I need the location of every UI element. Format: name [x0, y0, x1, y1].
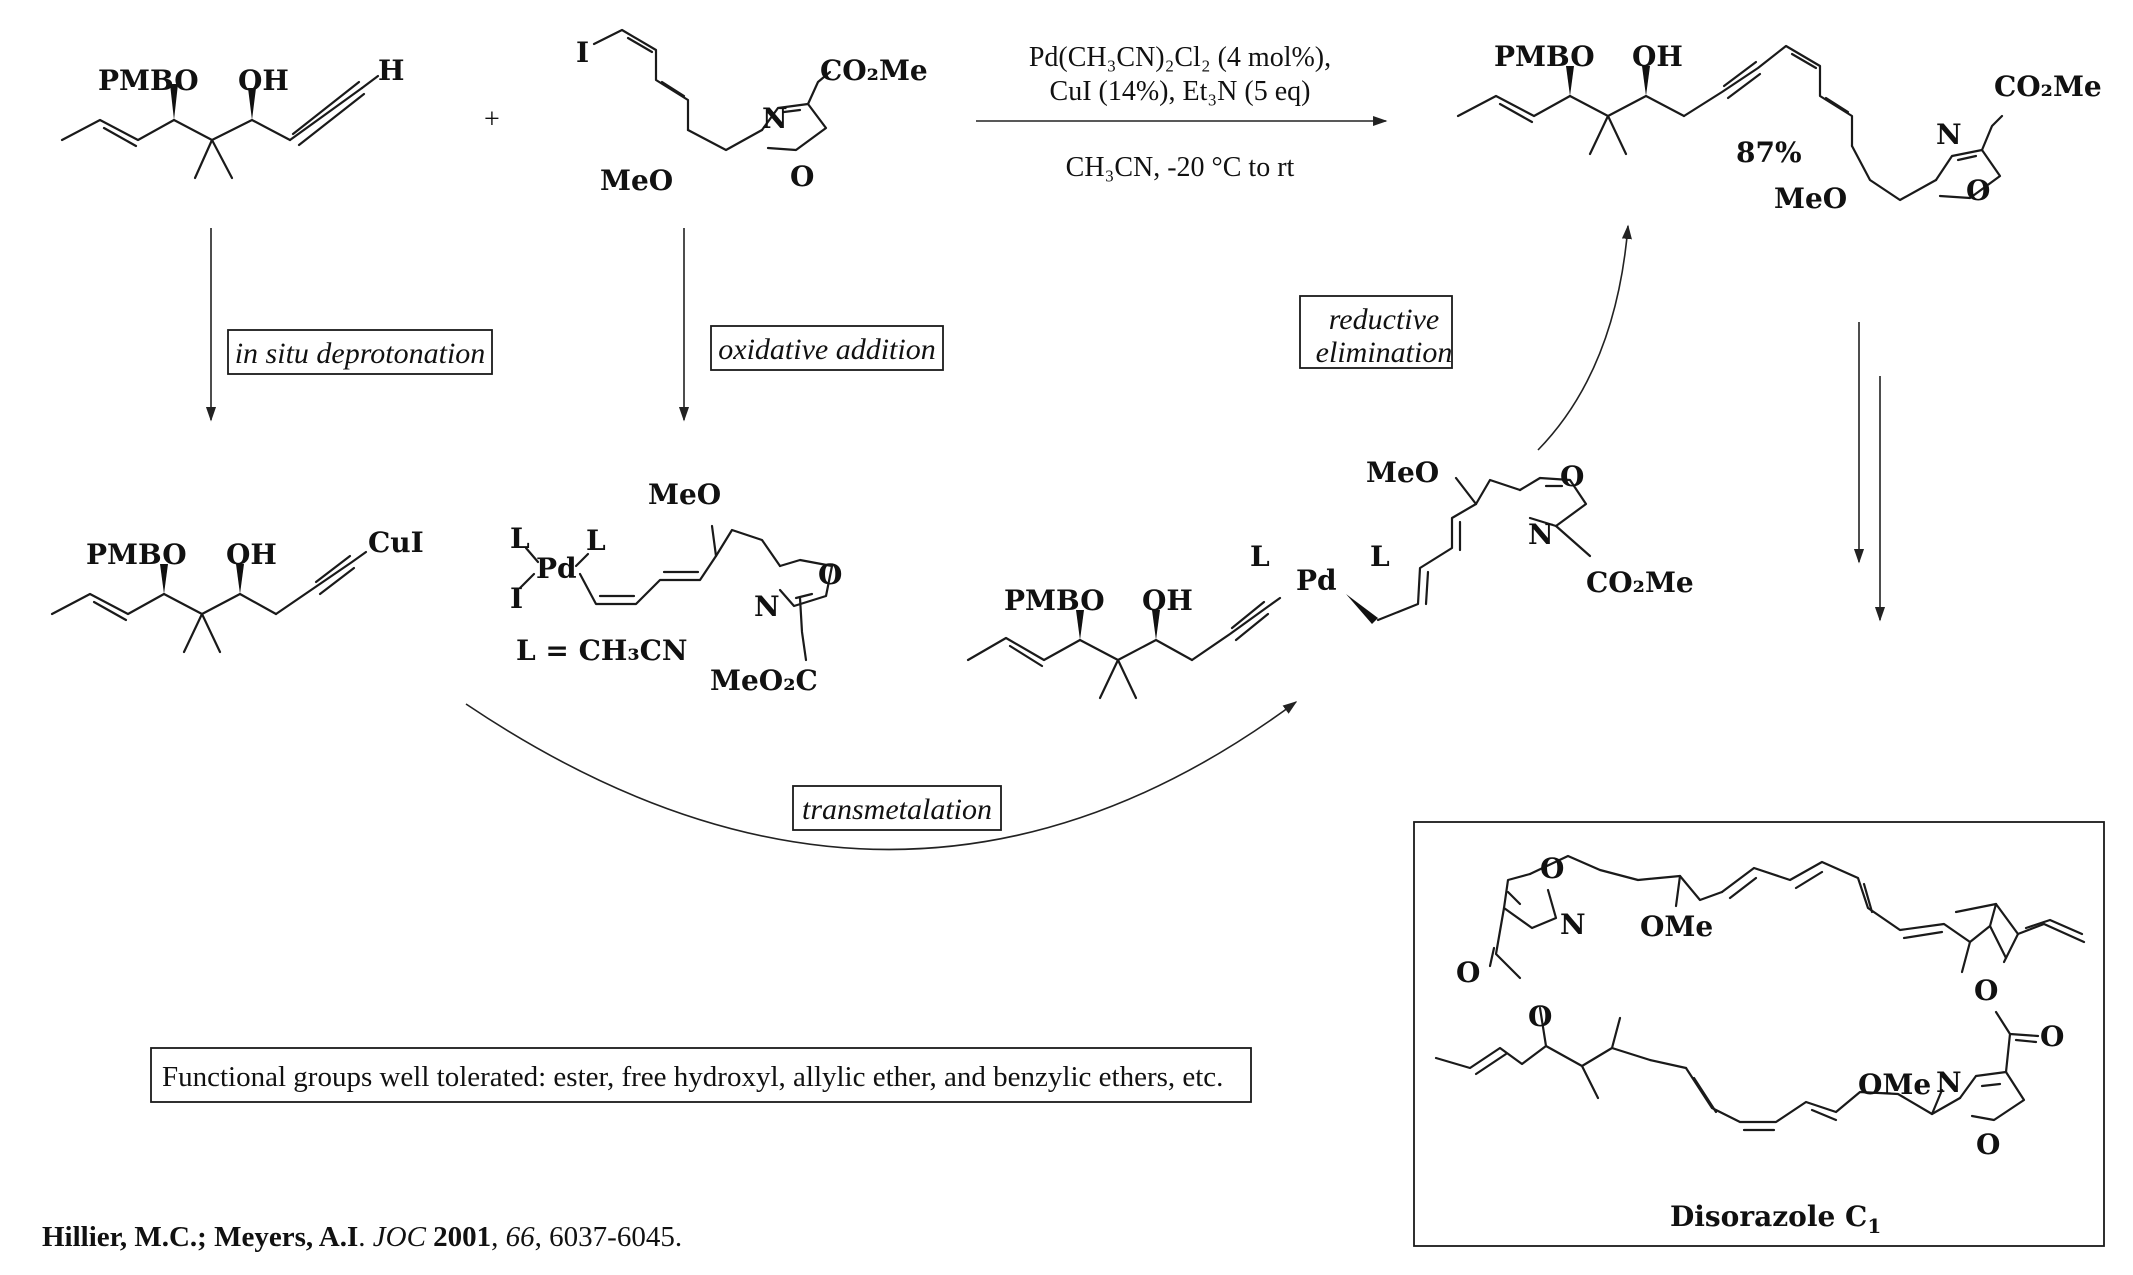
conditions-line1: Pd(CH₃CN)₂Cl₂ (4 mol%), [1029, 42, 1331, 73]
transmetalation-arrow [465, 701, 1298, 851]
oxidative-addition-box [710, 325, 944, 371]
disorazole-ome2-label: OMe [1858, 1068, 1931, 1101]
product-co2me-label: CO₂Me [1994, 70, 2102, 103]
transmetalation-box [792, 785, 1002, 831]
plus-sign: + [484, 104, 500, 135]
iodide-o-label: O [790, 160, 814, 193]
intermediate-l2-label: L [1370, 540, 1390, 573]
deprotonation-box [227, 329, 493, 375]
pd-complex-o-label: O [818, 558, 842, 591]
intermediate-oh-label: OH [1142, 584, 1193, 617]
disorazole-n2-label: N [1936, 1066, 1962, 1099]
disorazole-ome1-label: OMe [1640, 910, 1713, 943]
intermediate-pd-label: Pd [1296, 564, 1337, 597]
disorazole-ester-o2-label: O [1974, 974, 1998, 1007]
product-structure: PMBO OH CO₂Me N O MeO 87% [1456, 40, 2102, 215]
pd-complex-i-label: I [510, 582, 523, 615]
pd-intermediate-structure: PMBO OH L L Pd MeO O N CO₂Me [966, 456, 1694, 700]
intermediate-l1-label: L [1250, 540, 1270, 573]
pd-complex-pd-label: Pd [536, 552, 577, 585]
iodide-meo-label: MeO [600, 164, 673, 197]
intermediate-co2me-label: CO₂Me [1586, 566, 1694, 599]
disorazole-o2-label: O [1976, 1128, 2000, 1161]
disorazole-o1-label: O [1540, 852, 1564, 885]
reductive-elimination-label-1: reductive [1329, 303, 1440, 336]
product-yield-label: 87% [1736, 136, 1802, 169]
oxidative-addition-label: oxidative addition [718, 333, 935, 366]
acetylide-cui-label: CuI [368, 526, 424, 559]
product-oh-label: OH [1632, 40, 1683, 73]
pd-complex-n-label: N [754, 590, 780, 623]
intermediate-n-label: N [1528, 518, 1554, 551]
product-meo-label: MeO [1774, 182, 1847, 215]
acetylide-oh-label: OH [226, 538, 277, 571]
disorazole-n1-label: N [1560, 908, 1586, 941]
alkyne-oh-label: OH [238, 64, 289, 97]
alkyne-structure: PMBO OH H [60, 54, 404, 180]
reductive-elimination-label-2: elimination [1316, 336, 1453, 369]
vinyl-iodide-structure: I MeO CO₂Me N O [576, 28, 928, 197]
product-pmbo-label: PMBO [1494, 40, 1595, 73]
disorazole-name: Disorazole C1 [1670, 1200, 1881, 1238]
alkyne-pmbo-label: PMBO [98, 64, 199, 97]
intermediate-o-label: O [1560, 460, 1584, 493]
conditions-arrow: Pd(CH₃CN)₂Cl₂ (4 mol%), CuI (14%), Et₃N … [976, 42, 1388, 183]
deprotonation-label: in situ deprotonation [235, 337, 486, 370]
product-n-label: N [1936, 118, 1962, 151]
conditions-line2: CuI (14%), Et₃N (5 eq) [1050, 76, 1311, 107]
pd-complex-l1-label: L [510, 522, 530, 555]
pd-complex-structure: L L Pd I MeO O N MeO₂C L = CH₃CN [510, 478, 842, 697]
citation: Hillier, M.C.; Meyers, A.I. JOC 2001, 66… [42, 1221, 682, 1253]
intermediate-meo-label: MeO [1366, 456, 1439, 489]
reductive-elimination-arrow [1537, 224, 1632, 451]
copper-acetylide-structure: PMBO OH CuI [50, 526, 424, 654]
intermediate-pmbo-label: PMBO [1004, 584, 1105, 617]
disorazole-ester-o1-label: O [1528, 1000, 1552, 1033]
conditions-line3: CH₃CN, -20 °C to rt [1066, 152, 1295, 183]
pd-complex-meo-label: MeO [648, 478, 721, 511]
ligand-definition-label: L = CH₃CN [516, 634, 688, 667]
iodide-n-label: N [762, 102, 788, 135]
disorazole-box [1413, 821, 2105, 1247]
disorazole-carbonyl2-label: O [2040, 1020, 2064, 1053]
iodide-i-label: I [576, 36, 589, 69]
pd-complex-meo2c-label: MeO₂C [710, 664, 818, 697]
acetylide-pmbo-label: PMBO [86, 538, 187, 571]
iodide-co2me-label: CO₂Me [820, 54, 928, 87]
product-o-label: O [1966, 174, 1990, 207]
alkyne-h-label: H [378, 54, 404, 87]
tolerance-note-box [150, 1047, 1252, 1103]
disorazole-structure: O N OMe O O O O OMe N O [1434, 852, 2086, 1161]
tolerance-note: Functional groups well tolerated: ester,… [162, 1061, 1223, 1093]
disorazole-carbonyl1-label: O [1456, 956, 1480, 989]
pd-complex-l2-label: L [586, 524, 606, 557]
transmetalation-label: transmetalation [802, 793, 992, 826]
reductive-elimination-box [1299, 295, 1453, 369]
